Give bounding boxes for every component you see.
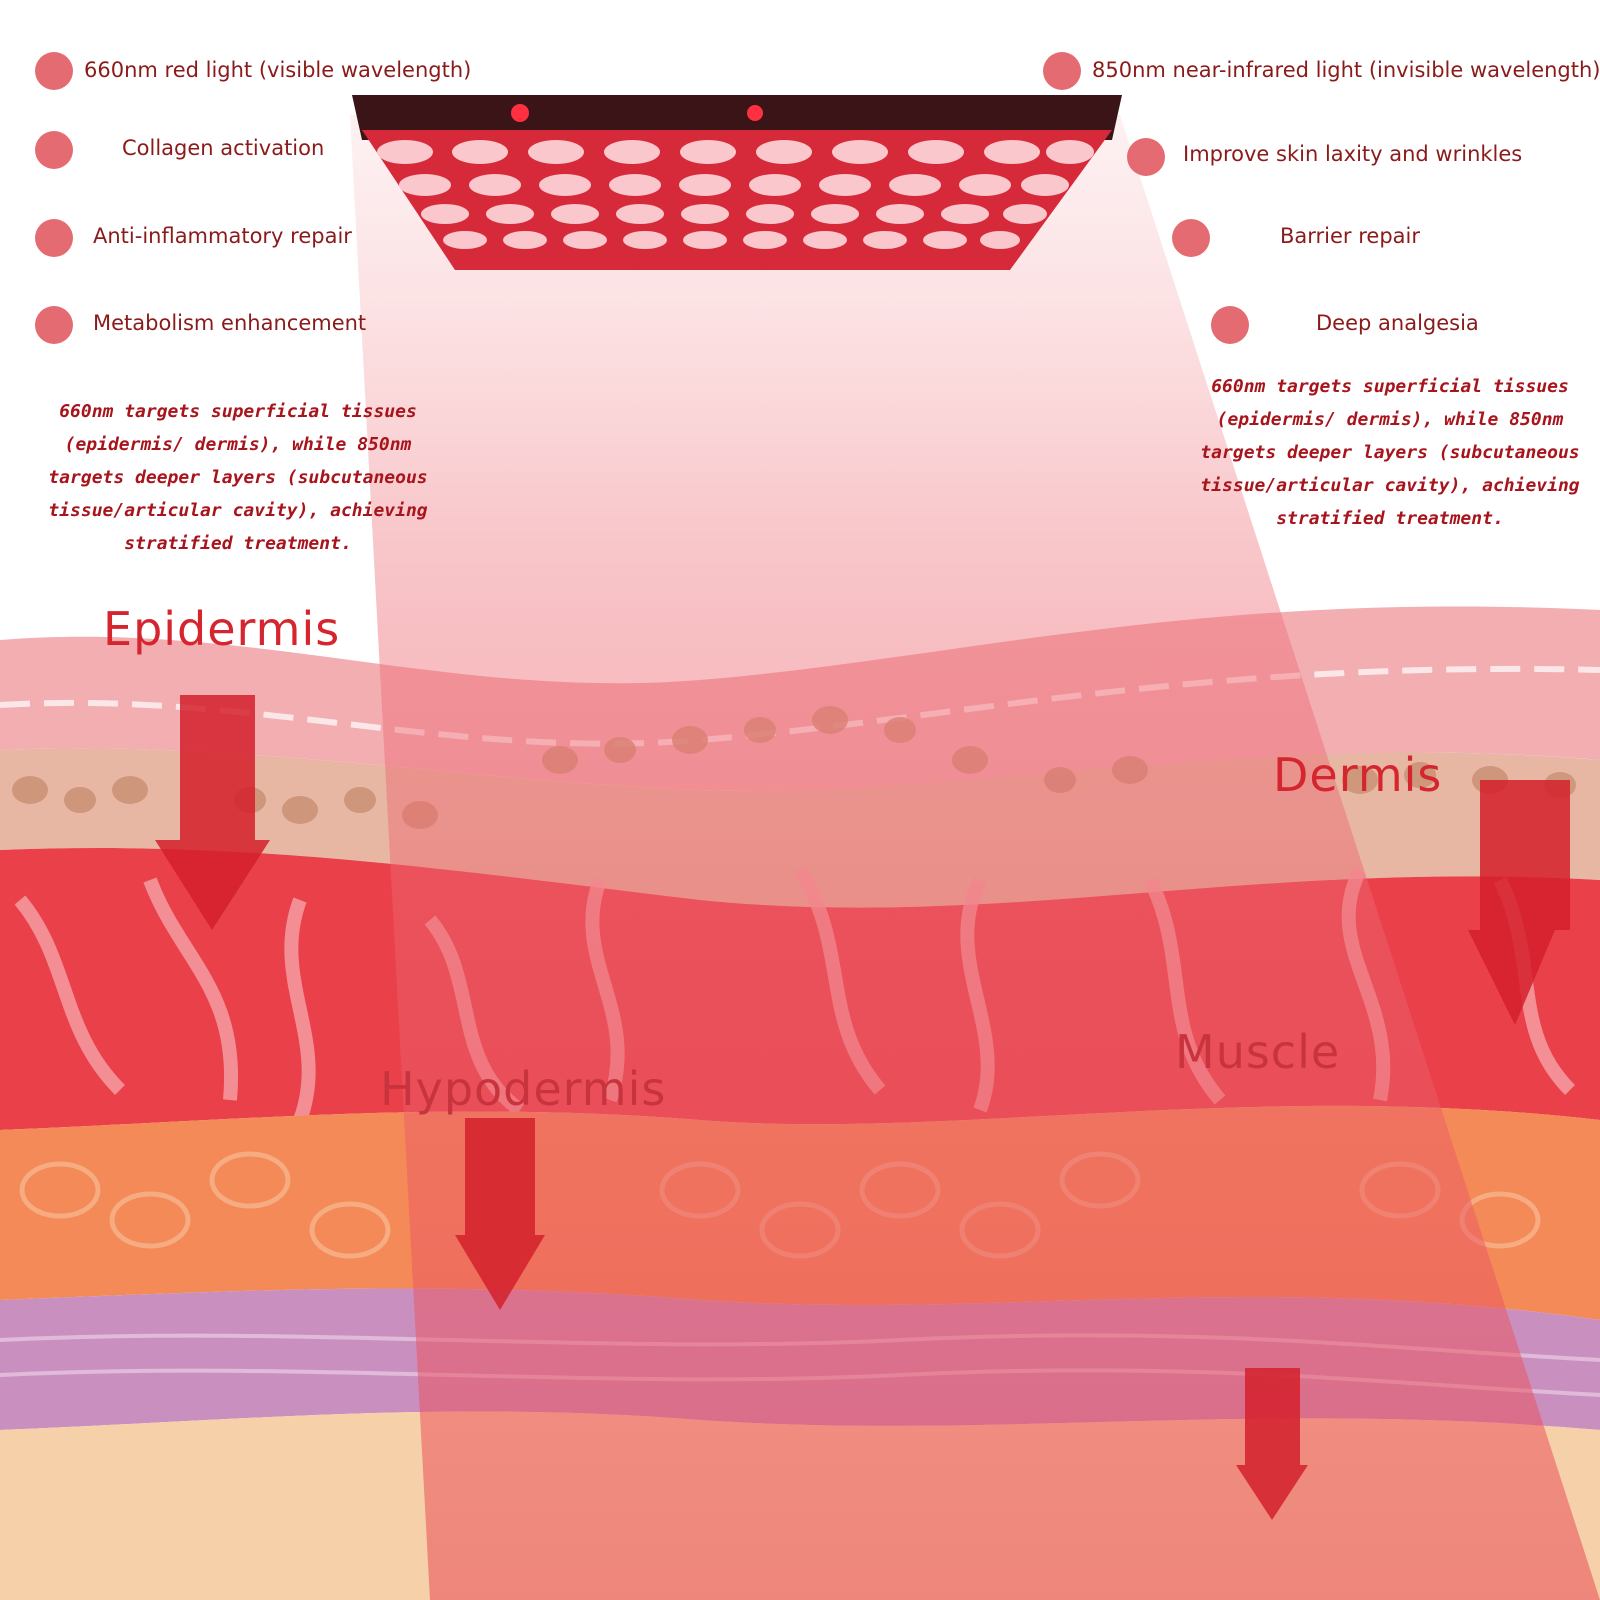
bullet-dot (35, 219, 73, 257)
led-panel (352, 95, 1122, 270)
bullet-dot (1172, 219, 1210, 257)
benefit-label-left: Collagen activation (122, 136, 325, 160)
arrow-hypodermis (455, 1118, 545, 1310)
bullet-dot (35, 306, 73, 344)
benefit-label-right: Barrier repair (1280, 224, 1420, 248)
benefit-label-right: Improve skin laxity and wrinkles (1183, 142, 1523, 166)
benefit-label-left: Anti-inflammatory repair (93, 224, 352, 248)
benefit-label-right: 850nm near-infrared light (invisible wav… (1092, 58, 1600, 82)
arrow-epidermis (155, 695, 270, 930)
layer-label-hypodermis: Hypodermis (380, 1062, 667, 1116)
benefit-label-right: Deep analgesia (1316, 311, 1479, 335)
note-left: 660nm targets superficial tissues (epide… (48, 401, 428, 554)
penetration-arrows (155, 695, 1570, 1520)
layer-label-dermis: Dermis (1273, 748, 1443, 802)
layer-label-muscle: Muscle (1175, 1025, 1341, 1079)
arrow-dermis (1468, 780, 1570, 1025)
bullet-dot (1043, 52, 1081, 90)
arrow-muscle (1236, 1368, 1308, 1520)
benefit-label-left: 660nm red light (visible wavelength) (84, 58, 472, 82)
bullet-dot (35, 131, 73, 169)
note-right: 660nm targets superficial tissues (epide… (1200, 376, 1580, 529)
bullet-dot (1127, 138, 1165, 176)
layer-label-epidermis: Epidermis (103, 602, 341, 656)
benefit-label-left: Metabolism enhancement (93, 311, 367, 335)
bullet-dot (35, 52, 73, 90)
bullet-dot (1211, 306, 1249, 344)
